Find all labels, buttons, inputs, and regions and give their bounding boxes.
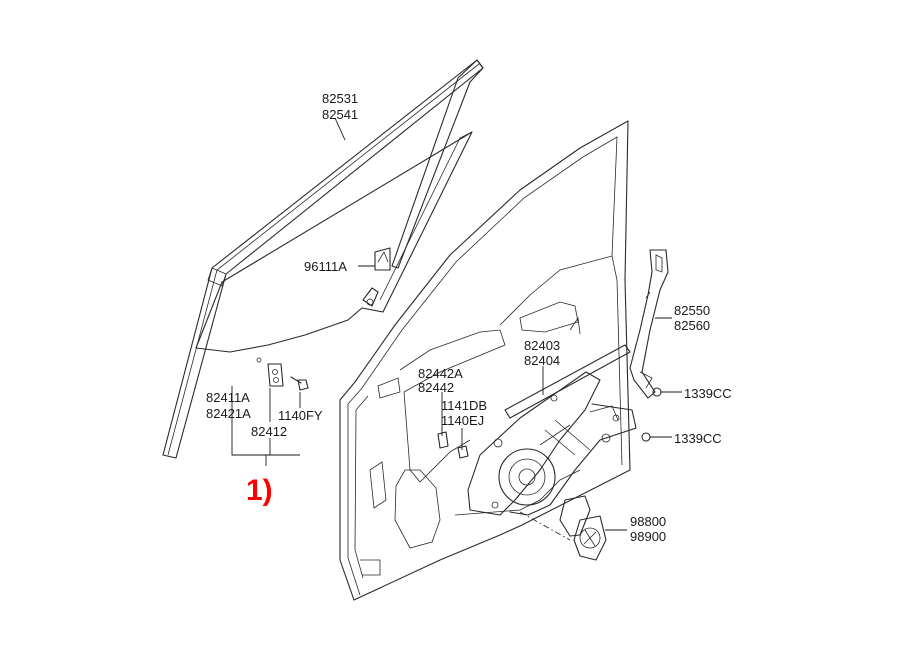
label-regulator-bolt-1: 1141DB [441, 398, 487, 413]
label-window-glass-2: 82421A [206, 406, 251, 421]
rear-channel-drawing [629, 249, 669, 442]
label-regulator-clip-2: 82442 [418, 380, 454, 395]
label-window-glass-1: 82411A [206, 390, 250, 405]
label-glass-bolt: 1140FY [278, 408, 323, 423]
label-motor-1: 98800 [630, 514, 666, 529]
label-nut-upper: 1339CC [684, 386, 732, 401]
motor-drawing [559, 495, 607, 561]
label-rear-channel-1: 82550 [674, 303, 710, 318]
label-regulator-2: 82404 [524, 353, 560, 368]
regulator-drawing [437, 344, 637, 541]
door-glass-drawing [195, 131, 473, 353]
callout-marker: 1) [246, 474, 273, 507]
label-regulator-1: 82403 [524, 338, 560, 353]
label-glass-bracket: 82412 [251, 424, 287, 439]
leader-lines [231, 117, 682, 531]
label-nut-lower: 1339CC [674, 431, 722, 446]
label-motor-2: 98900 [630, 529, 666, 544]
run-channel-drawing [162, 59, 484, 459]
label-run-channel-1: 82531 [322, 91, 358, 106]
glass-bracket-drawing [256, 357, 309, 391]
door-frame-drawing [339, 120, 631, 601]
label-glass-clip: 96111A [304, 259, 347, 274]
label-rear-channel-2: 82560 [674, 318, 710, 333]
label-regulator-bolt-2: 1140EJ [441, 413, 484, 428]
label-regulator-clip-1: 82442A [418, 366, 463, 381]
label-run-channel-2: 82541 [322, 107, 358, 122]
